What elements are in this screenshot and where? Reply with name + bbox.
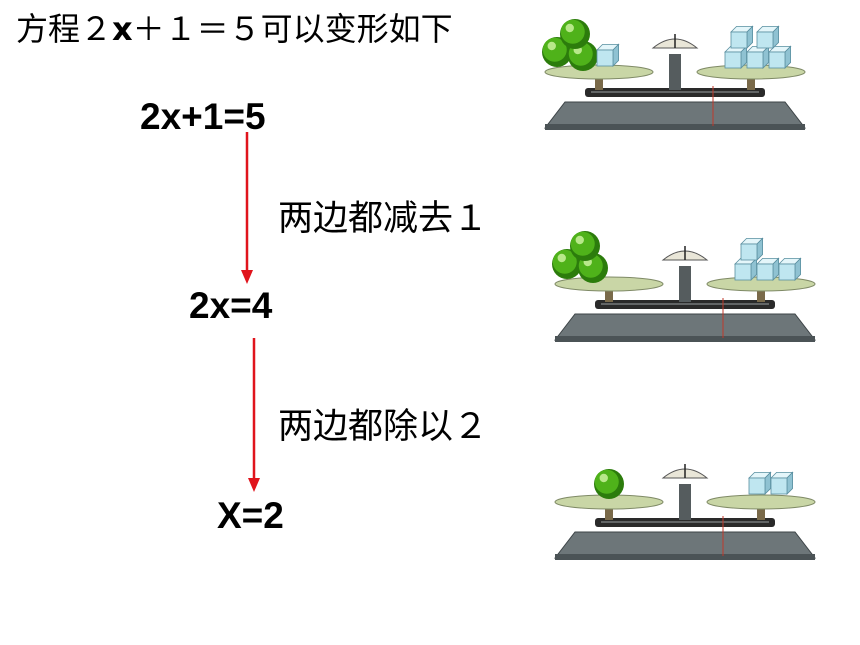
title-text-after: ＋１＝５可以变形如下 [132,10,453,48]
step-subtract-label: 两边都减去１ [278,199,489,239]
equation-1: 2x+1=5 [140,96,266,137]
down-arrow-1 [241,132,253,284]
scale-body [553,246,817,342]
right-pan-contents [734,237,802,281]
down-arrow-2 [248,338,260,492]
left-pan-contents [552,231,608,283]
scale-body [543,34,807,130]
right-pan-contents [748,471,794,495]
right-pan-contents [724,25,792,69]
left-pan-contents [594,469,624,499]
balance-scale-2 [552,231,817,342]
equation-2: 2x=4 [189,285,273,326]
left-pan-contents [542,19,620,71]
page-title: 方程２x＋１＝５可以变形如下 [16,4,453,50]
equation-3: X=2 [217,495,284,536]
title-variable: x [112,10,133,48]
title-text-before: 方程２ [16,10,113,48]
scale-body [553,464,817,560]
balance-scale-3 [553,464,817,560]
step-divide-label: 两边都除以２ [278,407,489,447]
balance-scale-1 [542,19,807,130]
